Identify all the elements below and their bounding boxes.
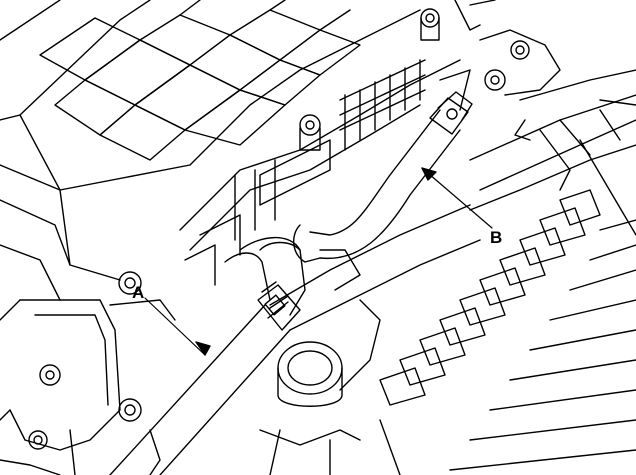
callout-b-leader	[421, 167, 493, 229]
valve-cover-right	[379, 69, 636, 471]
left-flange	[0, 271, 176, 475]
callout-label-a: A	[132, 283, 144, 302]
callout-label-b: B	[490, 228, 502, 247]
hose-a	[109, 236, 306, 475]
plenum-top-grid	[0, 0, 421, 301]
top-bolt-right	[420, 0, 496, 41]
fitting-top-right	[479, 29, 561, 141]
lower-housing	[259, 204, 481, 475]
hose-b	[293, 91, 473, 263]
manifold-ribs	[179, 59, 471, 286]
callout-a-leader	[144, 297, 211, 356]
